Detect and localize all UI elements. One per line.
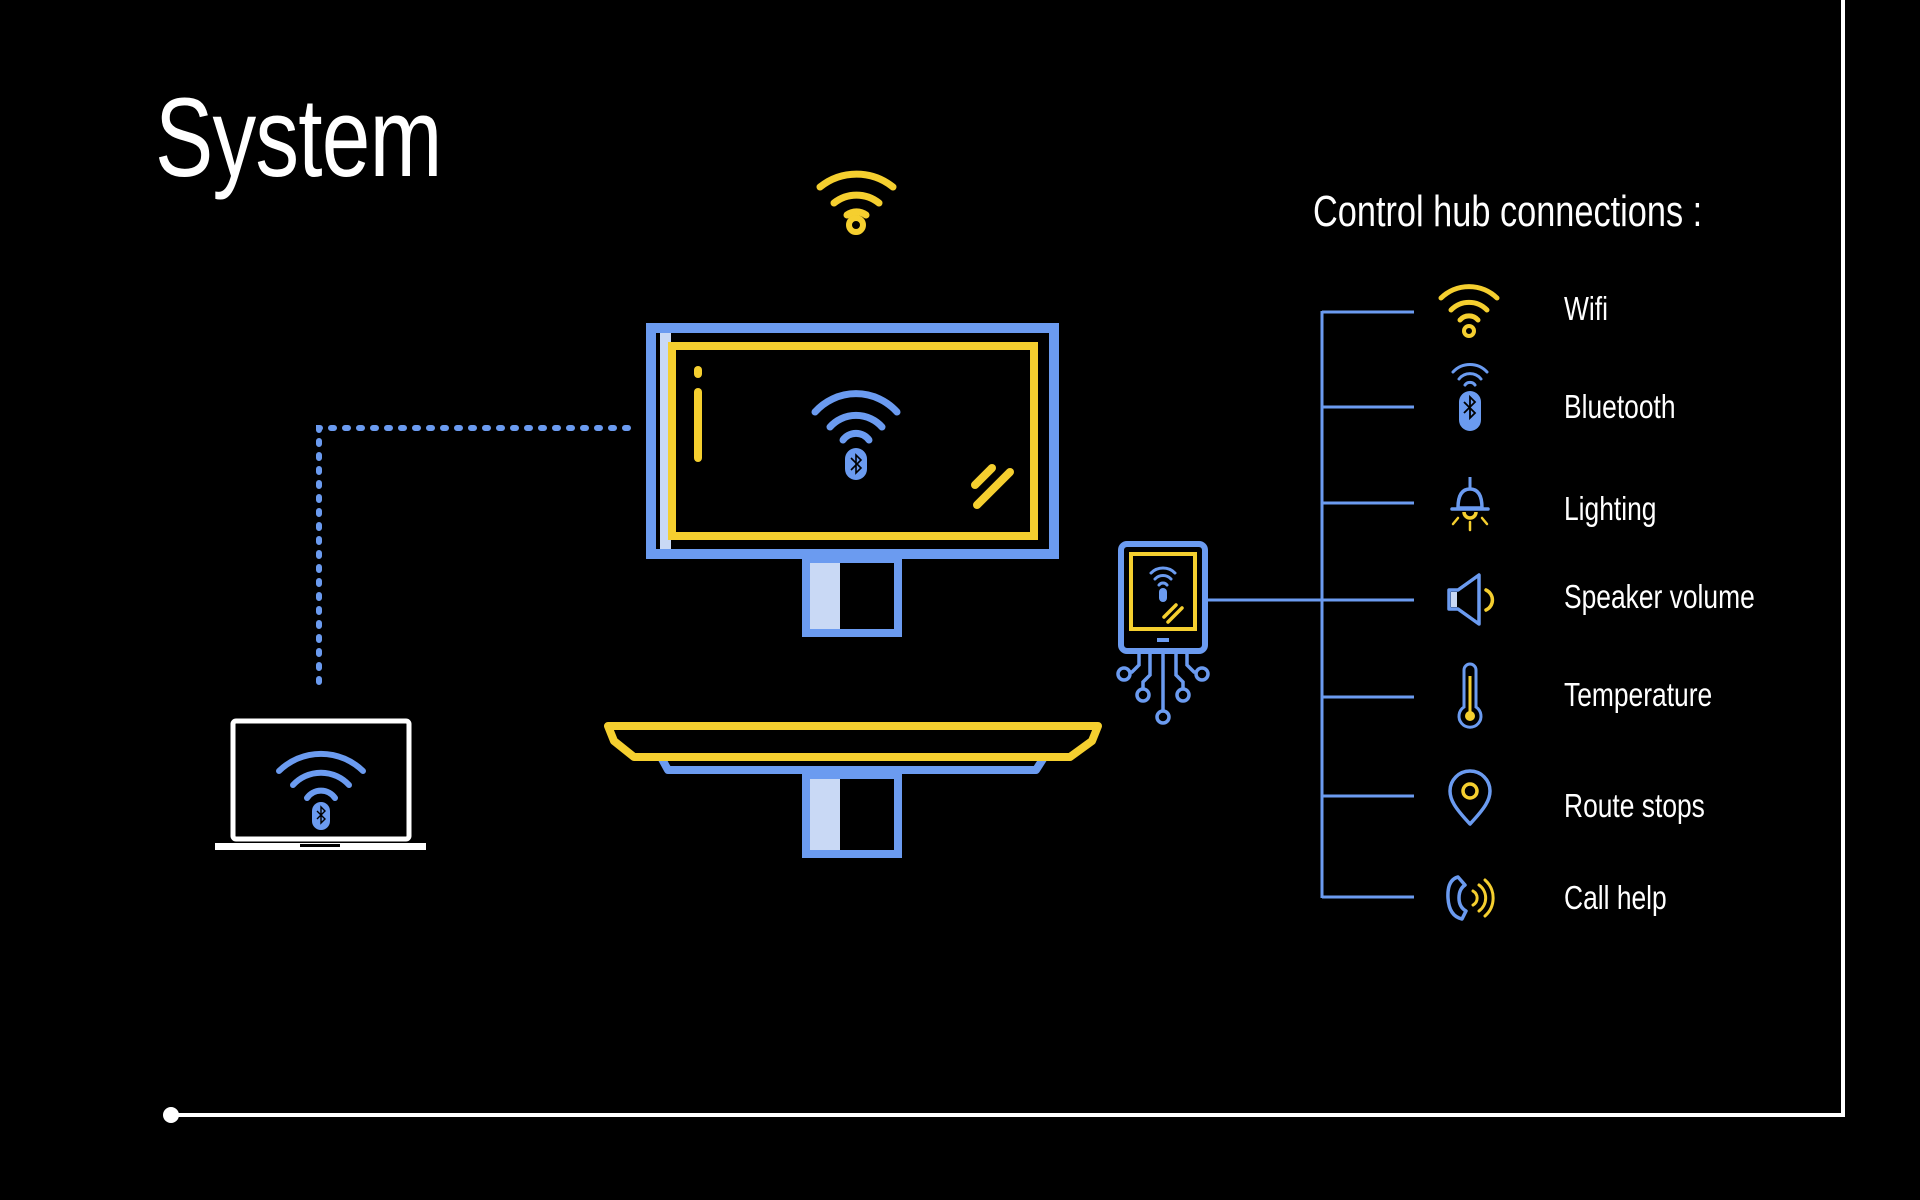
map-pin-icon xyxy=(1448,769,1492,826)
speaker-icon xyxy=(1447,573,1495,626)
timeline-dot xyxy=(163,1107,179,1123)
control-hub-tablet xyxy=(1116,541,1210,725)
connection-label-lighting: Lighting xyxy=(1564,490,1657,527)
bluetooth-icon xyxy=(1451,362,1489,431)
desk-table xyxy=(604,722,1102,858)
wifi-icon xyxy=(1438,284,1500,338)
connection-label-call-help: Call help xyxy=(1564,879,1667,916)
slide-frame xyxy=(163,0,1845,1123)
wifi-signal-icon xyxy=(816,170,897,235)
connection-label-temperature: Temperature xyxy=(1564,676,1713,713)
hub-heading: Control hub connections : xyxy=(1313,187,1703,236)
phone-call-icon xyxy=(1446,875,1495,921)
display-monitor xyxy=(646,323,1059,637)
connection-label-wifi: Wifi xyxy=(1564,290,1608,327)
laptop-monitor-link xyxy=(316,425,633,685)
monitor-wireless-icon xyxy=(811,390,901,480)
page-title: System xyxy=(155,75,442,200)
connection-label-bluetooth: Bluetooth xyxy=(1564,388,1676,425)
laptop xyxy=(215,718,426,850)
connection-label-route-stops: Route stops xyxy=(1564,787,1705,824)
thermometer-icon xyxy=(1457,662,1483,729)
connection-tree xyxy=(1205,310,1414,899)
lamp-icon xyxy=(1450,477,1490,532)
laptop-wireless-icon xyxy=(276,750,366,801)
connection-label-speaker-volume: Speaker volume xyxy=(1564,578,1755,615)
